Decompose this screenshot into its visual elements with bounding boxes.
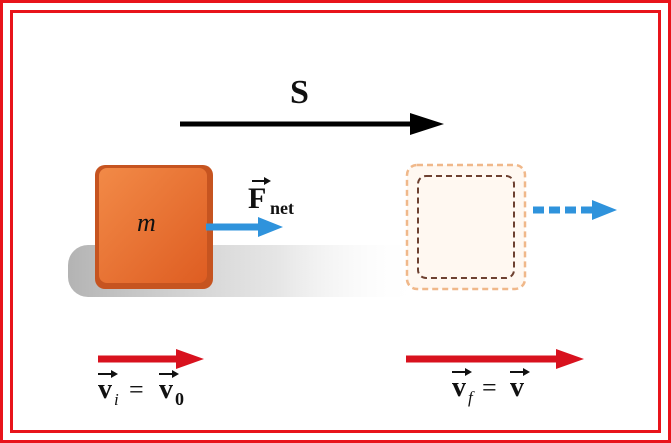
svg-text:i: i	[114, 390, 119, 409]
svg-text:f: f	[468, 388, 475, 407]
ghost-block	[407, 165, 525, 289]
initial-velocity-arrow	[98, 349, 204, 369]
svg-text:v: v	[159, 374, 173, 405]
displacement-label: S	[290, 74, 309, 111]
force-label: F net	[248, 177, 294, 218]
displacement-arrow	[180, 113, 444, 135]
svg-text:v: v	[510, 372, 524, 403]
svg-text:=: =	[482, 373, 497, 402]
svg-text:net: net	[270, 198, 294, 218]
mass-label: m	[137, 208, 156, 237]
final-velocity-label: v f = v	[452, 368, 530, 407]
svg-text:0: 0	[175, 389, 184, 409]
ghost-force-arrow	[533, 200, 617, 220]
force-arrow	[206, 217, 283, 237]
final-velocity-arrow	[406, 349, 584, 369]
svg-text:v: v	[452, 372, 466, 403]
svg-text:=: =	[129, 375, 144, 404]
initial-velocity-label: v i = v 0	[98, 370, 184, 409]
svg-text:v: v	[98, 374, 112, 405]
svg-text:F: F	[248, 182, 266, 215]
